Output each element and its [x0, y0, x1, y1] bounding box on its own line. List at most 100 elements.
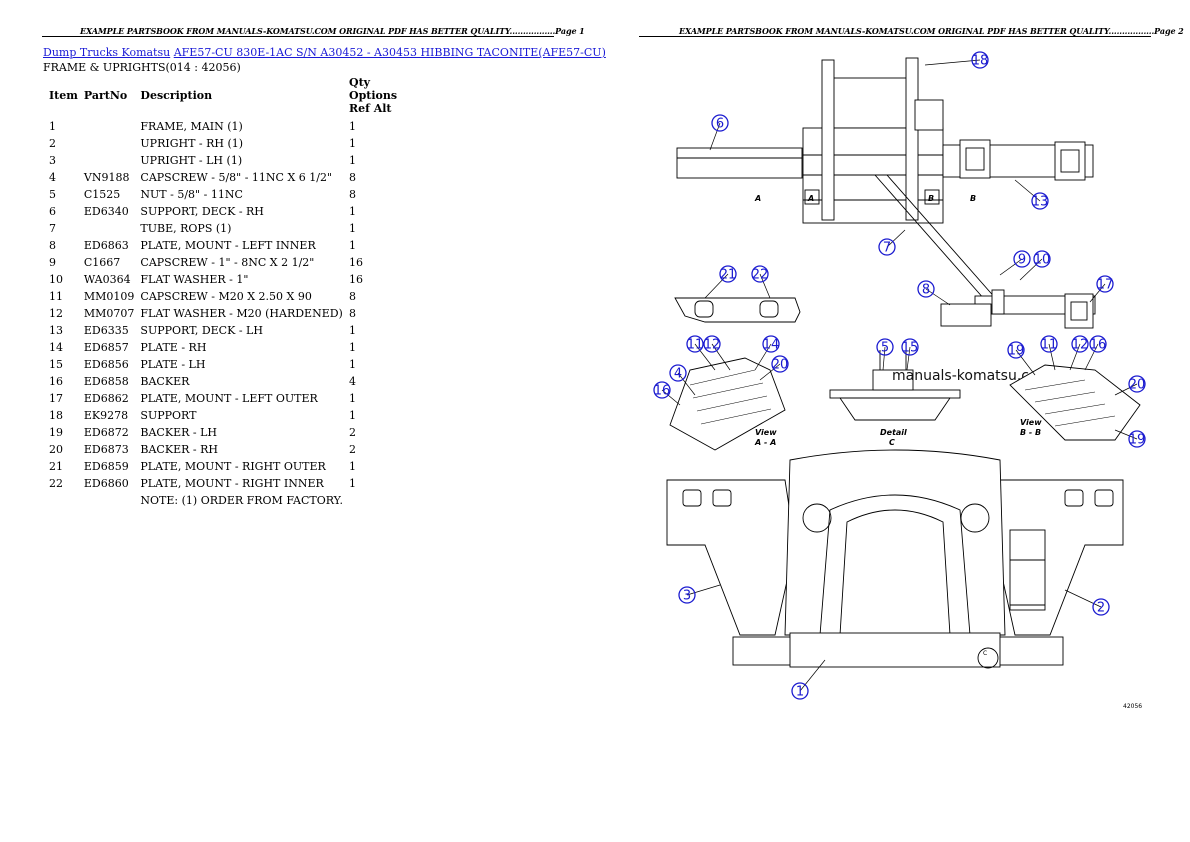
cell-item: 2 — [49, 137, 56, 150]
header-ref: Ref — [349, 102, 370, 115]
table-row: NOTE: (1) ORDER FROM FACTORY. — [46, 492, 400, 509]
callout-number: 18 — [972, 54, 989, 69]
header-partno: PartNo — [83, 89, 128, 102]
cell-partno: WA0364 — [83, 273, 131, 286]
callout-number: 15 — [902, 341, 919, 356]
callout-circle — [686, 335, 704, 353]
callout-circle — [1092, 598, 1110, 616]
callout-circle — [1007, 341, 1025, 359]
cell-qty: 1 — [349, 205, 356, 218]
deck-support-rh-drawing — [676, 147, 803, 179]
cell-qty: 1 — [349, 460, 356, 473]
callout-circle — [878, 238, 896, 256]
callout-circle — [762, 335, 780, 353]
cell-item: 9 — [49, 256, 56, 269]
view-a-label-2: A - A — [754, 438, 776, 447]
callout-circle — [1040, 335, 1058, 353]
cell-qty: 4 — [349, 375, 356, 388]
cell-qty: 1 — [349, 358, 356, 371]
cell-qty: 8 — [349, 290, 356, 303]
callout-number: 16 — [1090, 338, 1107, 353]
callout-number: 19 — [1129, 433, 1146, 448]
cell-qty: 1 — [349, 324, 356, 337]
cell-partno: EK9278 — [83, 409, 129, 422]
cell-partno: MM0707 — [83, 307, 135, 320]
cell-partno — [81, 135, 138, 152]
header-options: Options — [349, 89, 398, 102]
callout-circle — [1128, 430, 1146, 448]
header-options-group: Qty Options Ref Alt — [346, 76, 400, 118]
cell-qty: 1 — [349, 137, 356, 150]
detail-c-label-2: C — [889, 438, 895, 447]
main-frame-uprights: C 42056 — [666, 449, 1142, 710]
page-2: EXAMPLE PARTSBOOK FROM MANUALS-KOMATSU.C… — [595, 0, 1190, 842]
cell-partno: ED6862 — [83, 392, 129, 405]
page-2-header: EXAMPLE PARTSBOOK FROM MANUALS-KOMATSU.C… — [679, 26, 1184, 36]
callout-leader — [1014, 179, 1041, 202]
section-label-b-right: B — [970, 194, 976, 203]
callout-circle — [1128, 375, 1146, 393]
callout-circle — [711, 114, 729, 132]
callout-leader — [686, 584, 721, 596]
callout-leader — [759, 273, 771, 299]
cell-qty: 8 — [349, 188, 356, 201]
callout-circle — [1089, 335, 1107, 353]
callout-number: 8 — [922, 283, 930, 298]
frame-post-right — [905, 57, 919, 221]
cell-description: PLATE, MOUNT - RIGHT INNER — [140, 477, 324, 490]
cell-description: UPRIGHT - LH (1) — [140, 154, 243, 167]
cell-qty: 2 — [349, 426, 356, 439]
cell-partno: C1525 — [83, 188, 121, 201]
cell-partno: VN9188 — [83, 171, 130, 184]
callout-circle — [719, 265, 737, 283]
cell-partno — [81, 118, 138, 135]
callout-circle — [703, 335, 721, 353]
breadcrumb-link-model[interactable]: AFE57-CU 830E-1AC S/N A30452 - A30453 HI… — [173, 46, 606, 59]
cell-description: CAPSCREW - 1" - 8NC X 2 1/2" — [140, 256, 315, 269]
header-item: Item — [49, 89, 78, 102]
callout-leader — [1089, 283, 1106, 303]
callout-number: 6 — [716, 117, 724, 132]
callout-number: 19 — [1008, 344, 1025, 359]
callout-circle — [1071, 335, 1089, 353]
cell-description: PLATE - LH — [140, 358, 206, 371]
callout-leader — [1069, 343, 1081, 371]
cell-item: 1 — [49, 120, 56, 133]
cell-partno: ED6872 — [83, 426, 129, 439]
cell-description: PLATE - RH — [140, 341, 207, 354]
cell-description: CAPSCREW - 5/8" - 11NC X 6 1/2" — [140, 171, 333, 184]
breadcrumb: Dump Trucks Komatsu AFE57-CU 830E-1AC S/… — [43, 46, 606, 59]
cell-qty: 1 — [349, 239, 356, 252]
header-rule — [639, 36, 1151, 37]
cell-qty: 1 — [349, 392, 356, 405]
callout-leader — [882, 346, 886, 371]
callout-circle — [1013, 250, 1031, 268]
callout-number: 1 — [796, 685, 804, 700]
cell-description: NUT - 5/8" - 11NC — [140, 188, 243, 201]
callout-leader — [754, 343, 772, 371]
frame-uprights-diagram: A A B B View A - A — [653, 51, 1146, 710]
cell-item: 22 — [49, 477, 63, 490]
cell-item: 20 — [49, 443, 63, 456]
parts-table-header: Item PartNo Description Qty Options Ref … — [46, 76, 400, 118]
cell-partno — [81, 220, 138, 237]
breadcrumb-link-dump-trucks[interactable]: Dump Trucks Komatsu — [43, 46, 171, 59]
upright-lh-drawing — [666, 479, 796, 636]
cell-description: BACKER — [140, 375, 190, 388]
cell-description: SUPPORT, DECK - RH — [140, 205, 264, 218]
callout-number: 22 — [752, 268, 769, 283]
cell-partno: ED6858 — [83, 375, 129, 388]
detail-c-label-1: Detail — [880, 428, 907, 437]
cell-qty: 8 — [349, 171, 356, 184]
callout-leader — [925, 288, 951, 306]
callout-number: 20 — [772, 358, 789, 373]
